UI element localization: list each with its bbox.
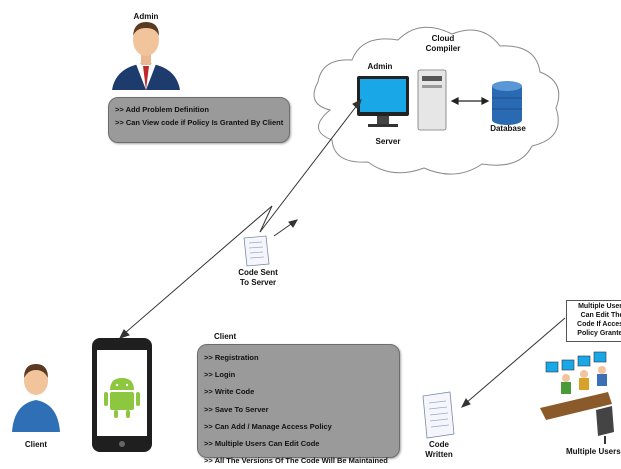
client-box-title: Client xyxy=(214,332,237,341)
code-sent-arrow xyxy=(273,219,299,237)
admin-description-box: >> Add Problem Definition >> Can View co… xyxy=(108,97,290,143)
server-label: Server xyxy=(375,137,401,146)
database-label: Database xyxy=(490,124,526,133)
code-written-document-icon xyxy=(422,391,455,439)
client-box-line-5: >> Can Add / Manage Access Policy xyxy=(204,421,332,431)
cloud-admin-label: Admin xyxy=(367,62,393,71)
client-box-line-4: >> Save To Server xyxy=(204,404,269,414)
client-features-box: >> Registration >> Login >> Write Code >… xyxy=(197,344,400,465)
client-box-line-6: >> Multiple Users Can Edit Code xyxy=(204,439,320,449)
code-sent-label: Code Sent To Server xyxy=(238,268,278,287)
multiple-users-label: Multiple Users xyxy=(566,447,621,456)
code-sent-document-icon xyxy=(243,235,270,267)
users-to-code-arrow xyxy=(460,317,566,408)
client-box-line-7: >> All The Versions Of The Code Will Be … xyxy=(204,456,388,466)
admin-top-title: Admin xyxy=(133,12,159,21)
database-icon xyxy=(492,81,522,125)
android-logo-icon xyxy=(104,378,140,418)
client-box-line-1: >> Registration xyxy=(204,353,259,362)
code-written-label: Code Written xyxy=(425,440,453,459)
server-computer-icon xyxy=(357,69,447,131)
admin-box-line-1: >> Add Problem Definition xyxy=(115,105,209,114)
cloud-compiler-title: Cloud Compiler xyxy=(425,34,461,53)
server-database-arrow xyxy=(450,97,490,105)
client-box-line-3: >> Write Code xyxy=(204,387,255,397)
admin-person-icon xyxy=(112,22,180,90)
mobile-phone-icon xyxy=(92,338,152,452)
client-box-line-2: >> Login xyxy=(204,370,236,380)
client-person-label: Client xyxy=(24,440,48,449)
admin-box-line-2: >> Can View code if Policy Is Granted By… xyxy=(115,118,284,127)
multiple-users-workstation-icon xyxy=(540,351,614,444)
client-person-icon xyxy=(12,364,60,432)
multiple-users-callout: Multiple Users Can Edit The Code If Acce… xyxy=(566,300,621,342)
multiple-users-callout-text: Multiple Users Can Edit The Code If Acce… xyxy=(577,303,621,337)
